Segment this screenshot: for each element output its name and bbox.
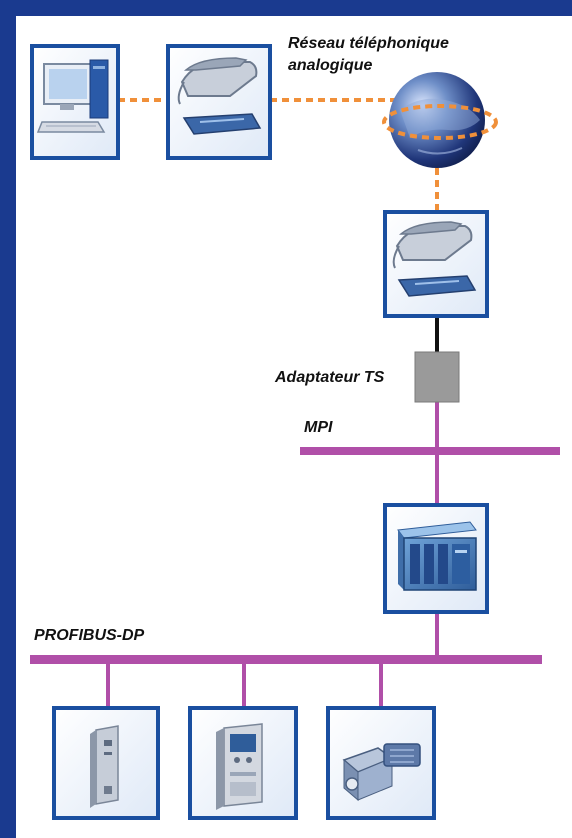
phone-modem-icon bbox=[177, 57, 262, 135]
modem-left-device bbox=[166, 44, 272, 160]
phone-links bbox=[118, 98, 439, 212]
phone-modem-icon bbox=[392, 221, 477, 297]
geared-motor-icon bbox=[342, 743, 421, 802]
pc-device bbox=[30, 44, 120, 160]
mpi-bus bbox=[300, 447, 560, 455]
frequency-inverter-icon bbox=[216, 723, 263, 810]
drive2-device bbox=[188, 706, 298, 820]
profibus-bus bbox=[30, 655, 542, 664]
drive1-device bbox=[52, 706, 160, 820]
mpi-label: MPI bbox=[304, 419, 333, 436]
profibus-label: PROFIBUS-DP bbox=[34, 627, 145, 644]
ts-adapter-label: Adaptateur TS bbox=[275, 369, 385, 386]
telephone-network-label-line1: Réseau téléphonique bbox=[288, 35, 449, 52]
plc-rack-icon bbox=[397, 521, 477, 591]
globe-icon bbox=[382, 72, 498, 168]
computer-icon bbox=[36, 59, 109, 133]
drive3-device bbox=[326, 706, 436, 820]
servo-drive-icon bbox=[90, 725, 119, 808]
plc-device bbox=[383, 503, 489, 614]
telephone-network-label-line2: analogique bbox=[288, 57, 373, 74]
adapter-box-icon bbox=[414, 351, 460, 403]
modem-right-device bbox=[383, 210, 489, 318]
